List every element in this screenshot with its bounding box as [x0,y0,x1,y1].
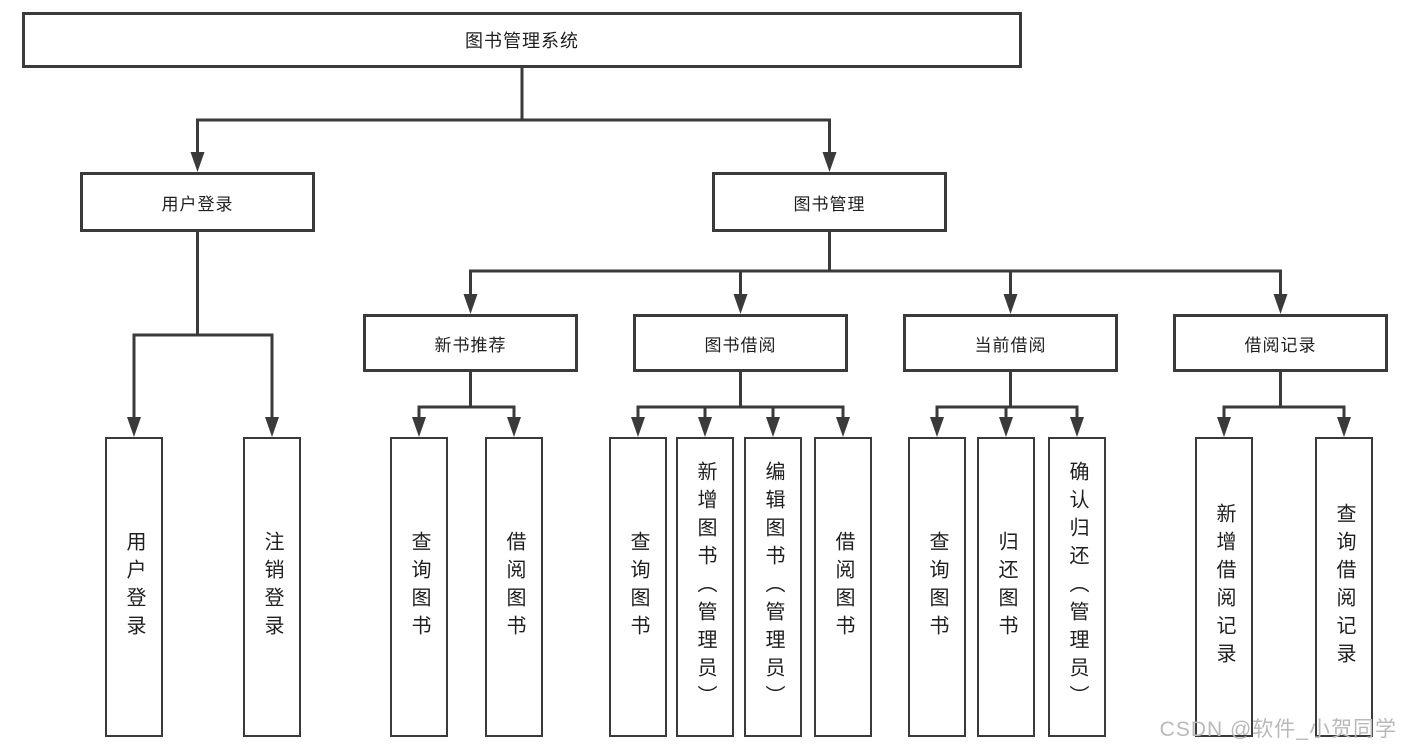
leaf-query-borrow-record: 查询借阅记录 [1315,437,1373,737]
node-label: 新书推荐 [434,335,507,355]
node-book-management: 图书管理 [712,172,947,232]
node-label: 查询图书 [926,531,948,643]
node-label: 新增图书（管理员） [694,461,716,713]
node-label: 借阅记录 [1244,335,1317,355]
node-label: 查询图书 [627,531,649,643]
node-label: 借阅图书 [832,531,854,643]
node-user-login: 用户登录 [80,172,315,232]
leaf-add-borrow-record: 新增借阅记录 [1195,437,1253,737]
node-new-book-recommend: 新书推荐 [363,314,578,372]
node-label: 查询图书 [408,531,430,643]
node-library-system: 图书管理系统 [22,12,1022,68]
node-label: 图书管理 [793,194,866,214]
node-label: 归还图书 [995,531,1017,643]
leaf-query-books-2: 查询图书 [609,437,667,737]
node-label: 用户登录 [161,194,234,214]
node-label: 用户登录 [123,531,145,643]
node-book-borrowing: 图书借阅 [633,314,848,372]
leaf-add-books-admin: 新增图书（管理员） [676,437,734,737]
node-label: 借阅图书 [503,531,525,643]
node-current-borrowing: 当前借阅 [903,314,1118,372]
leaf-logout: 注销登录 [243,437,301,737]
node-label: 编辑图书（管理员） [762,461,784,713]
leaf-query-books-1: 查询图书 [390,437,448,737]
node-label: 确认归还（管理员） [1066,461,1088,713]
leaf-edit-books-admin: 编辑图书（管理员） [744,437,802,737]
leaf-user-login: 用户登录 [105,437,163,737]
node-label: 图书管理系统 [465,31,579,51]
leaf-borrow-books-1: 借阅图书 [485,437,543,737]
node-label: 当前借阅 [974,335,1047,355]
node-label: 新增借阅记录 [1213,503,1235,671]
csdn-watermark: CSDN @软件_小贺同学 [1159,718,1397,741]
node-borrow-records: 借阅记录 [1173,314,1388,372]
leaf-borrow-books-2: 借阅图书 [814,437,872,737]
node-label: 图书借阅 [704,335,777,355]
leaf-confirm-return-admin: 确认归还（管理员） [1048,437,1106,737]
node-label: 查询借阅记录 [1333,503,1355,671]
leaf-query-books-3: 查询图书 [908,437,966,737]
leaf-return-books: 归还图书 [977,437,1035,737]
node-label: 注销登录 [261,531,283,643]
